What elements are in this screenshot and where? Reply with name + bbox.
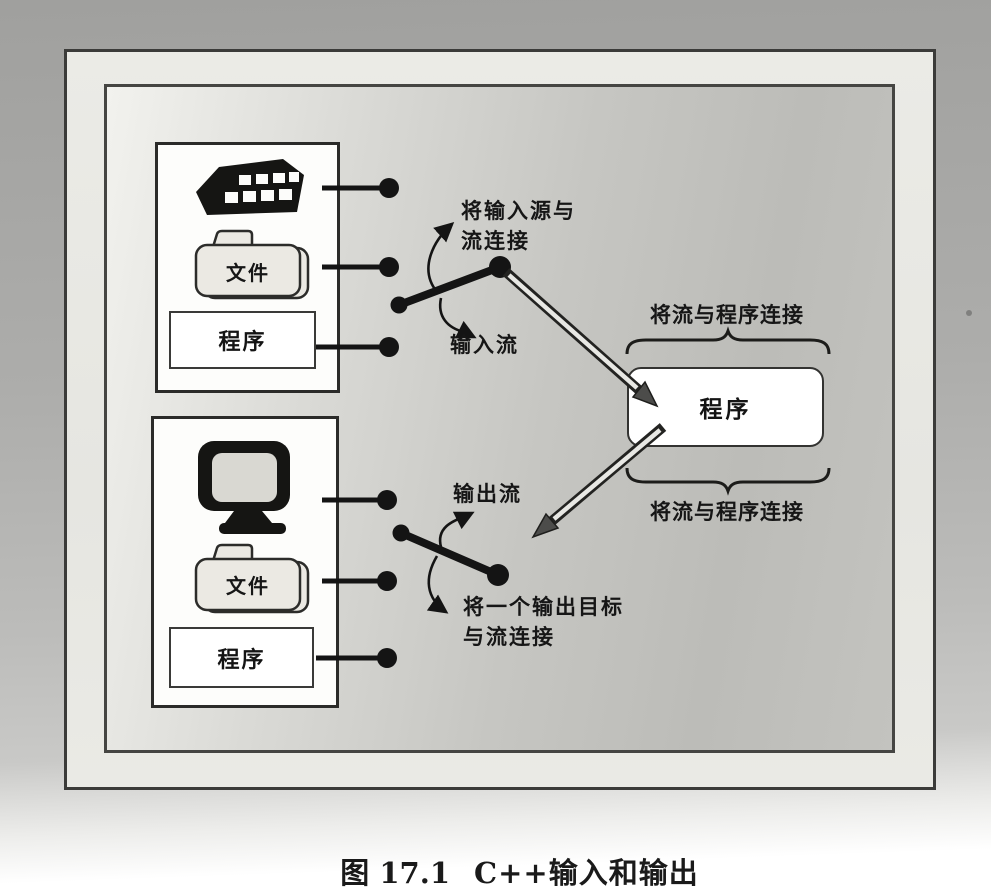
input-program-label: 程序 bbox=[218, 330, 267, 355]
folder-icon bbox=[194, 543, 310, 614]
swing-arrow-output-up bbox=[438, 511, 475, 548]
figure-caption: 图 17.1 C++输入和输出 bbox=[0, 850, 991, 892]
connect-output-target-label: 将一个输出目标 与流连接 bbox=[463, 595, 624, 649]
connect-stream-program-bottom-label: 将流与程序连接 bbox=[650, 500, 804, 524]
input-program-rect: 程序 bbox=[169, 311, 316, 369]
input-file-label: 文件 bbox=[226, 261, 270, 285]
output-stream-label: 输出流 bbox=[453, 482, 522, 506]
input-stream-label: 输入流 bbox=[450, 333, 519, 357]
input-connectors bbox=[316, 178, 399, 357]
output-connectors bbox=[316, 490, 397, 668]
monitor-icon bbox=[198, 441, 290, 534]
output-file-label: 文件 bbox=[226, 574, 270, 598]
brace-top bbox=[625, 326, 831, 355]
keyboard-icon bbox=[196, 159, 304, 215]
scan-speck bbox=[966, 310, 972, 316]
output-stream-arrow bbox=[531, 423, 667, 539]
output-program-label: 程序 bbox=[217, 647, 266, 673]
swing-arrow-input-down bbox=[438, 297, 477, 339]
input-stream-arrow bbox=[502, 268, 659, 408]
connect-stream-program-top-label: 将流与程序连接 bbox=[650, 303, 804, 327]
figure-number: 图 17.1 bbox=[340, 856, 451, 890]
figure-title: C++输入和输出 bbox=[474, 856, 699, 890]
swing-arrow-input-up bbox=[427, 222, 455, 293]
brace-bottom bbox=[625, 467, 831, 496]
output-switch-lever bbox=[392, 524, 509, 586]
connect-input-source-label: 将输入源与 流连接 bbox=[461, 199, 576, 253]
output-program-rect: 程序 bbox=[169, 627, 314, 688]
swing-arrows bbox=[426, 222, 477, 614]
input-switch-lever bbox=[390, 256, 511, 314]
folder-icon bbox=[194, 229, 310, 300]
main-program-label: 程序 bbox=[699, 397, 752, 423]
swing-arrow-output-down bbox=[426, 555, 449, 614]
